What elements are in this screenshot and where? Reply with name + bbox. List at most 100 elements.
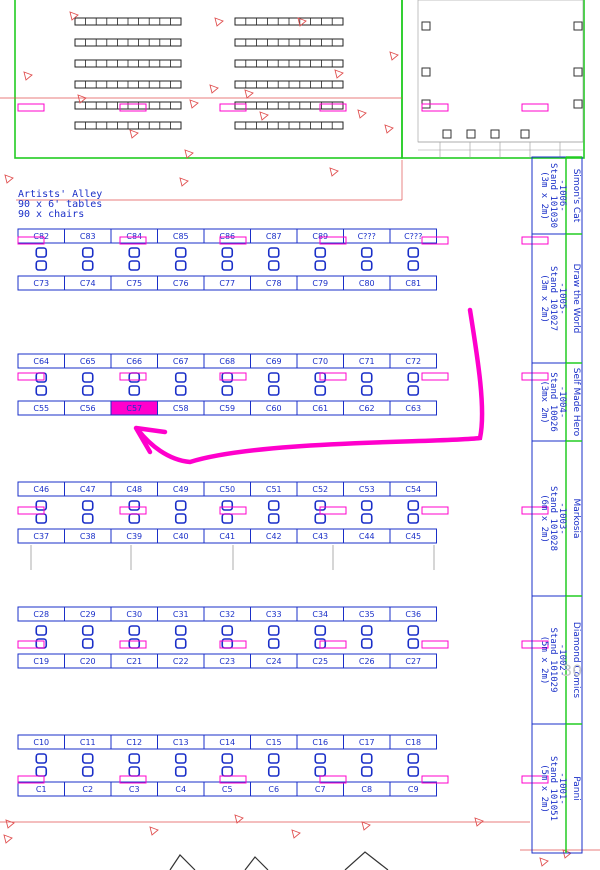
table-label: C??? [358, 232, 376, 241]
chair [128, 372, 141, 383]
table-label: C70 [312, 357, 328, 366]
table-cell[interactable] [389, 481, 437, 497]
chair [267, 260, 280, 271]
stand-name: Simon's Cat [571, 169, 581, 223]
stand-block[interactable]: Self Made Hero-1004-Stand 10026(3mx 2m) [531, 362, 583, 442]
magenta-markers [17, 103, 549, 784]
table-cell[interactable] [389, 606, 437, 622]
chair [314, 625, 327, 636]
chair [128, 753, 141, 764]
table-label: C79 [312, 279, 328, 288]
magenta-marker [319, 103, 347, 112]
triangle-marker [234, 814, 244, 824]
magenta-marker [17, 103, 45, 112]
stand-code: -1006- [557, 179, 567, 212]
triangle-marker [179, 177, 189, 187]
stand-block[interactable]: Diamond Comics-1002-Stand 101029(5m x 2m… [531, 595, 583, 725]
chair [267, 372, 280, 383]
table-label: C34 [312, 610, 328, 619]
magenta-marker [521, 506, 549, 515]
chair [221, 385, 234, 396]
table-label: C49 [173, 485, 189, 494]
chair [35, 625, 48, 636]
chair [407, 766, 420, 777]
chair [314, 260, 327, 271]
chair [360, 247, 373, 258]
direction-arrow [133, 307, 485, 465]
table-label: C7 [315, 785, 326, 794]
table-cell[interactable] [389, 653, 437, 669]
chair [174, 372, 187, 383]
chair [81, 372, 94, 383]
table-label: C78 [266, 279, 282, 288]
table-label: C10 [33, 738, 49, 747]
table-label: C14 [219, 738, 235, 747]
triangle-marker [244, 89, 254, 99]
chair [35, 638, 48, 649]
table-cell[interactable] [389, 400, 437, 416]
table-label: C15 [266, 738, 282, 747]
table-label: C81 [405, 279, 421, 288]
chair [314, 247, 327, 258]
magenta-marker [17, 775, 45, 784]
chair [360, 385, 373, 396]
alley-note-line2: 90 x 6' tables [18, 199, 102, 210]
table-label: C??? [404, 232, 422, 241]
chair [221, 638, 234, 649]
chair [81, 625, 94, 636]
triangle-marker [214, 17, 224, 27]
chair [407, 638, 420, 649]
chair [221, 625, 234, 636]
chair [81, 753, 94, 764]
chair [407, 385, 420, 396]
table-label: C73 [33, 279, 49, 288]
chair [174, 753, 187, 764]
triangle-marker [69, 11, 79, 21]
chair [221, 500, 234, 511]
magenta-marker [319, 236, 347, 245]
table-label: C52 [312, 485, 328, 494]
table-label: C56 [80, 404, 96, 413]
stand-name: Self Made Hero [571, 368, 581, 437]
table-cell[interactable] [389, 734, 437, 750]
magenta-marker [119, 103, 147, 112]
table-label: C39 [126, 532, 142, 541]
table-cell[interactable] [389, 228, 437, 244]
chair [35, 513, 48, 524]
stand-block[interactable]: Draw the World-1005-Stand 101027(3m x 2m… [531, 233, 583, 364]
chair [35, 385, 48, 396]
table-label: C61 [312, 404, 328, 413]
table-label: C26 [359, 657, 375, 666]
stand-code: -1001- [557, 772, 567, 805]
table-cell[interactable] [389, 353, 437, 369]
magenta-marker [219, 775, 247, 784]
stand-number: Stand 10026 [548, 372, 558, 432]
stand-block[interactable]: Simon's Cat-1006-Stand 101030(3m x 2m) [531, 156, 583, 235]
table-cell[interactable] [389, 275, 437, 291]
stand-name: Markosia [571, 498, 581, 538]
stand-block[interactable]: Panni-1001-Stand 101051(5m x 2m) [531, 723, 583, 854]
stand-block[interactable]: Markosia-1003-Stand 101028(6m x 2m) [531, 440, 583, 597]
table-cell[interactable] [389, 528, 437, 544]
chair [221, 513, 234, 524]
table-label: C48 [126, 485, 142, 494]
magenta-marker [421, 372, 449, 381]
chair [407, 753, 420, 764]
magenta-marker [421, 640, 449, 649]
theatre-seating-rows [74, 17, 344, 130]
table-label: C58 [173, 404, 189, 413]
triangle-marker [361, 821, 371, 831]
table-label: C32 [219, 610, 235, 619]
table-label: C72 [405, 357, 421, 366]
table-cell[interactable] [389, 781, 437, 797]
stand-name: Panni [571, 776, 581, 800]
magenta-marker [219, 372, 247, 381]
stand-name: Diamond Comics [571, 622, 581, 699]
stand-size: (6m x 2m) [539, 494, 549, 543]
